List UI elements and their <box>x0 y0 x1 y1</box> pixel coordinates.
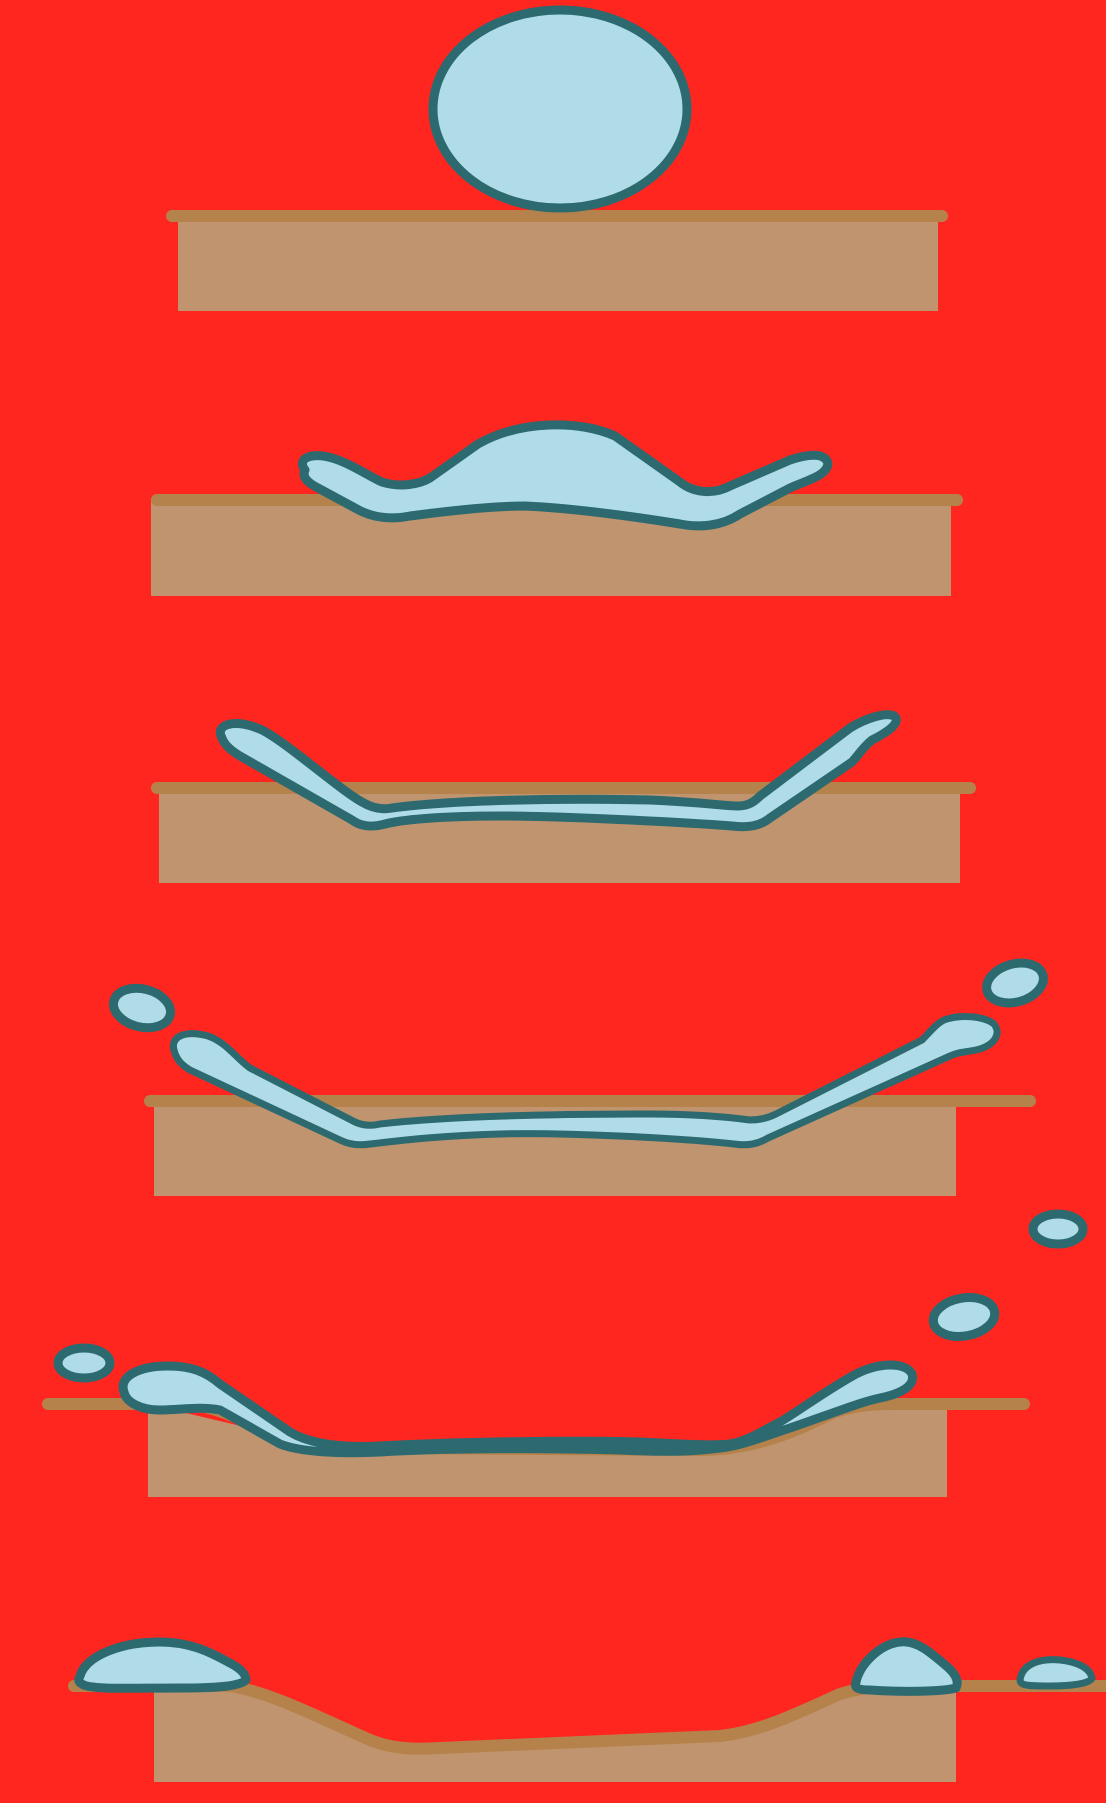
raindrop <box>433 10 687 208</box>
water-puddle <box>1020 1660 1092 1686</box>
soil-block <box>151 500 951 596</box>
soil-block <box>178 216 938 311</box>
ejected-droplet <box>1033 1214 1083 1244</box>
ejected-droplet <box>58 1348 110 1378</box>
